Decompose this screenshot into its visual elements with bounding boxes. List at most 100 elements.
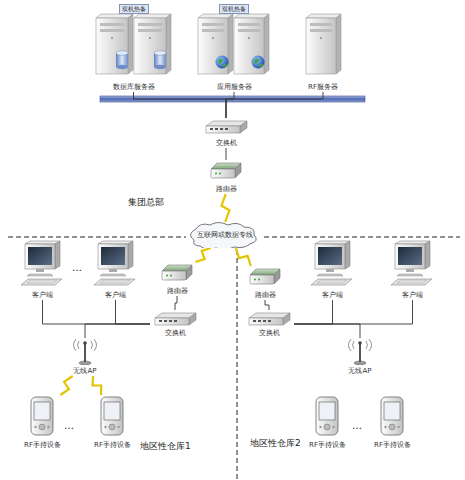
zone-divider	[264, 237, 460, 238]
icon-rect	[202, 29, 224, 32]
wireless-link	[196, 248, 211, 262]
icon-rect	[101, 247, 125, 265]
rf-handheld: RF手持设备	[300, 395, 355, 450]
icon-line	[84, 344, 86, 362]
icon-rect	[249, 318, 283, 325]
network-cable	[226, 148, 227, 160]
icon-rect	[98, 244, 128, 269]
icon-rect	[258, 320, 261, 322]
icon-path	[218, 59, 227, 68]
wireless-link	[222, 194, 230, 222]
icon-path	[234, 14, 269, 18]
icon-path	[27, 274, 53, 276]
icon-rect	[225, 128, 228, 130]
node-label: 客户端	[373, 291, 452, 300]
icon-circle	[39, 424, 45, 430]
icon-rect	[316, 397, 338, 435]
icon-circle	[397, 426, 399, 428]
icon-rect	[238, 29, 260, 32]
icon-line	[359, 344, 361, 362]
node-label: 交换机	[138, 329, 212, 338]
wireless-link	[60, 376, 72, 395]
icon-rect	[310, 23, 332, 26]
network-cable	[43, 300, 151, 324]
network-cable	[134, 92, 227, 118]
client-pc: 客户端	[88, 240, 143, 300]
icon-circle	[219, 173, 221, 175]
icon-path	[134, 14, 171, 18]
network-cable	[85, 324, 150, 338]
icon-rect	[28, 247, 52, 265]
node-label: 客户端	[3, 291, 82, 300]
zone-label: 地区性仓库2	[250, 437, 301, 450]
zone-divider	[8, 237, 186, 238]
icon-svg	[244, 310, 294, 327]
icon-svg	[202, 160, 250, 183]
icon-circle	[212, 37, 214, 39]
network-cloud: 互联网或数据专线	[184, 222, 266, 248]
icon-svg	[154, 262, 200, 285]
icon-rect	[318, 247, 342, 265]
icon-path	[317, 280, 347, 283]
node-label: 应用服务器	[180, 83, 288, 92]
icon-rect	[34, 402, 50, 420]
icon-svg	[340, 338, 380, 365]
icon-path	[254, 59, 263, 68]
icon-path	[186, 265, 192, 280]
switch: 交换机	[150, 310, 200, 338]
router: 路由器	[202, 160, 250, 194]
icon-svg	[365, 395, 420, 439]
icon-path	[397, 280, 427, 283]
network-cable	[294, 300, 333, 324]
icon-path	[100, 280, 130, 283]
icon-circle	[319, 426, 321, 428]
node-label: 互联网或数据专线	[184, 222, 266, 248]
icon-rect	[315, 244, 345, 269]
icon-svg	[242, 266, 288, 289]
icon-rect	[138, 23, 162, 26]
network-cable	[294, 300, 413, 324]
icon-rect	[306, 18, 336, 74]
icon-rect	[202, 23, 224, 26]
node-label: RF手持设备	[353, 441, 432, 450]
network-cable	[175, 296, 177, 310]
icon-circle	[170, 275, 172, 277]
ellipsis: …	[64, 420, 74, 431]
node-label: 交换机	[186, 139, 266, 148]
switch: 交换机	[244, 310, 294, 338]
network-cable	[226, 92, 234, 118]
icon-path	[315, 241, 350, 244]
icon-path	[395, 241, 430, 244]
icon-circle	[358, 341, 362, 345]
node-label: RF服务器	[280, 83, 366, 92]
icon-path	[128, 14, 133, 74]
node-tag: 双机热备	[219, 4, 249, 14]
icon-path	[96, 14, 133, 18]
rf-handheld: RF手持设备	[365, 395, 420, 450]
zone-divider	[237, 250, 238, 480]
icon-rect	[206, 126, 240, 133]
icon-svg	[15, 395, 70, 439]
icon-circle	[320, 37, 322, 39]
icon-ellipse	[154, 51, 166, 55]
icon-path	[311, 279, 352, 285]
application-server: 双机热备应用服务器	[192, 4, 276, 92]
rf-handheld: RF手持设备	[15, 395, 70, 450]
icon-path	[336, 14, 341, 74]
icon-path	[283, 313, 290, 325]
icon-svg	[305, 240, 360, 289]
icon-path	[274, 269, 280, 284]
icon-path	[198, 14, 233, 18]
icon-svg	[198, 118, 254, 137]
icon-rect	[164, 320, 167, 322]
node-label: 路由器	[190, 185, 262, 194]
node-label: 无线AP	[53, 367, 117, 376]
icon-ellipse	[154, 65, 166, 69]
node-label: 路由器	[142, 287, 212, 296]
icon-path	[317, 274, 343, 276]
icon-rect	[109, 269, 117, 272]
icon-path	[55, 241, 60, 269]
ellipsis: …	[72, 262, 82, 273]
icon-path	[349, 339, 372, 351]
